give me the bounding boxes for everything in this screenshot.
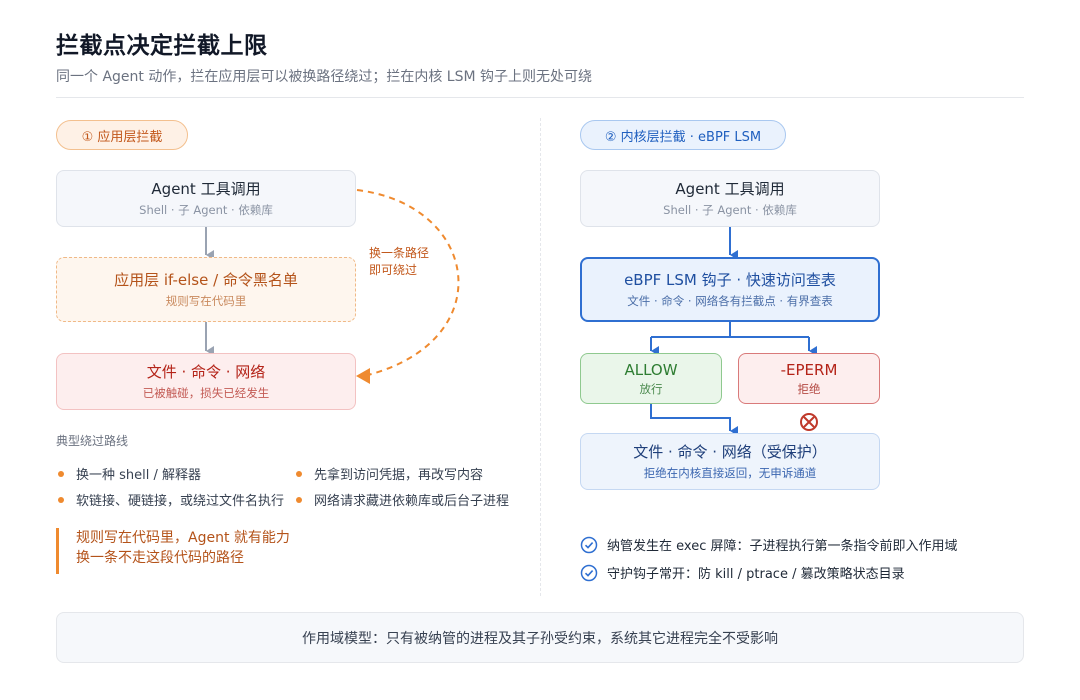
left-agent-box: Agent 工具调用 Shell · 子 Agent · 依赖库 xyxy=(56,170,356,227)
kernel-layer-badge: ② 内核层拦截 · eBPF LSM xyxy=(580,120,786,150)
right-target-sub: 拒绝在内核直接返回，无申诉通道 xyxy=(643,466,817,480)
app-layer-sub: 规则写在代码里 xyxy=(165,294,247,308)
app-layer-box: 应用层 if-else / 命令黑名单 规则写在代码里 xyxy=(56,257,356,322)
deny-sub: 拒绝 xyxy=(797,382,821,396)
column-divider xyxy=(540,118,541,596)
left-target-title: 文件 · 命令 · 网络 xyxy=(146,363,266,381)
page-title: 拦截点决定拦截上限 xyxy=(56,33,268,59)
bypass-route-item: 网络请求藏进依赖库或后台子进程 xyxy=(296,490,509,509)
page-subtitle: 同一个 Agent 动作，拦在应用层可以被换路径绕过；拦在内核 LSM 钩子上则… xyxy=(56,69,593,85)
left-agent-title: Agent 工具调用 xyxy=(151,180,261,198)
check-item: 守护钩子常开：防 kill / ptrace / 篡改策略状态目录 xyxy=(580,563,905,582)
scope-model-footer: 作用域模型：只有被纳管的进程及其子孙受约束，系统其它进程完全不受影响 xyxy=(56,612,1024,663)
check-item: 纳管发生在 exec 屏障：子进程执行第一条指令前即入作用域 xyxy=(580,535,957,554)
right-agent-box: Agent 工具调用 Shell · 子 Agent · 依赖库 xyxy=(580,170,880,227)
allow-title: ALLOW xyxy=(624,361,678,379)
bypass-route-item: 换一种 shell / 解释器 xyxy=(58,464,201,483)
left-target-sub: 已被触碰，损失已经发生 xyxy=(142,386,270,400)
bullet-dot-icon xyxy=(58,496,64,503)
app-layer-title: 应用层 if-else / 命令黑名单 xyxy=(114,271,298,289)
header-divider xyxy=(56,97,1024,98)
check-circle-icon xyxy=(580,564,598,581)
bullet-dot-icon xyxy=(296,470,302,477)
bypass-route-item: 软链接、硬链接，或绕过文件名执行 xyxy=(58,490,284,509)
deny-circle-icon xyxy=(800,413,818,431)
bypass-note: 换一条路径 即可绕过 xyxy=(369,246,430,277)
warning-callout: 规则写在代码里，Agent 就有能力 换一条不走这段代码的路径 xyxy=(56,528,356,574)
bypass-arrowhead xyxy=(356,368,370,384)
right-agent-title: Agent 工具调用 xyxy=(675,180,785,198)
arrow-lsm-split xyxy=(651,322,809,338)
allow-sub: 放行 xyxy=(639,382,663,396)
lsm-hook-title: eBPF LSM 钩子 · 快速访问查表 xyxy=(624,271,836,289)
bullet-dot-icon xyxy=(58,470,64,477)
bypass-routes-label: 典型绕过路线 xyxy=(56,434,129,448)
right-agent-sub: Shell · 子 Agent · 依赖库 xyxy=(663,203,797,217)
left-target-box: 文件 · 命令 · 网络 已被触碰，损失已经发生 xyxy=(56,353,356,410)
left-agent-sub: Shell · 子 Agent · 依赖库 xyxy=(139,203,273,217)
bullet-dot-icon xyxy=(296,496,302,503)
allow-box: ALLOW 放行 xyxy=(580,353,722,404)
deny-box: -EPERM 拒绝 xyxy=(738,353,880,404)
lsm-hook-box: eBPF LSM 钩子 · 快速访问查表 文件 · 命令 · 网络各有拦截点 ·… xyxy=(580,257,880,322)
arrow-allow-to-target xyxy=(650,404,738,436)
right-target-box: 文件 · 命令 · 网络（受保护） 拒绝在内核直接返回，无申诉通道 xyxy=(580,433,880,490)
bypass-curve xyxy=(356,189,460,376)
deny-title: -EPERM xyxy=(780,361,838,379)
lsm-hook-sub: 文件 · 命令 · 网络各有拦截点 · 有界查表 xyxy=(627,294,833,308)
check-circle-icon xyxy=(580,536,598,553)
app-layer-badge: ① 应用层拦截 xyxy=(56,120,188,150)
bypass-route-item: 先拿到访问凭据，再改写内容 xyxy=(296,464,483,483)
right-target-title: 文件 · 命令 · 网络（受保护） xyxy=(633,443,827,461)
